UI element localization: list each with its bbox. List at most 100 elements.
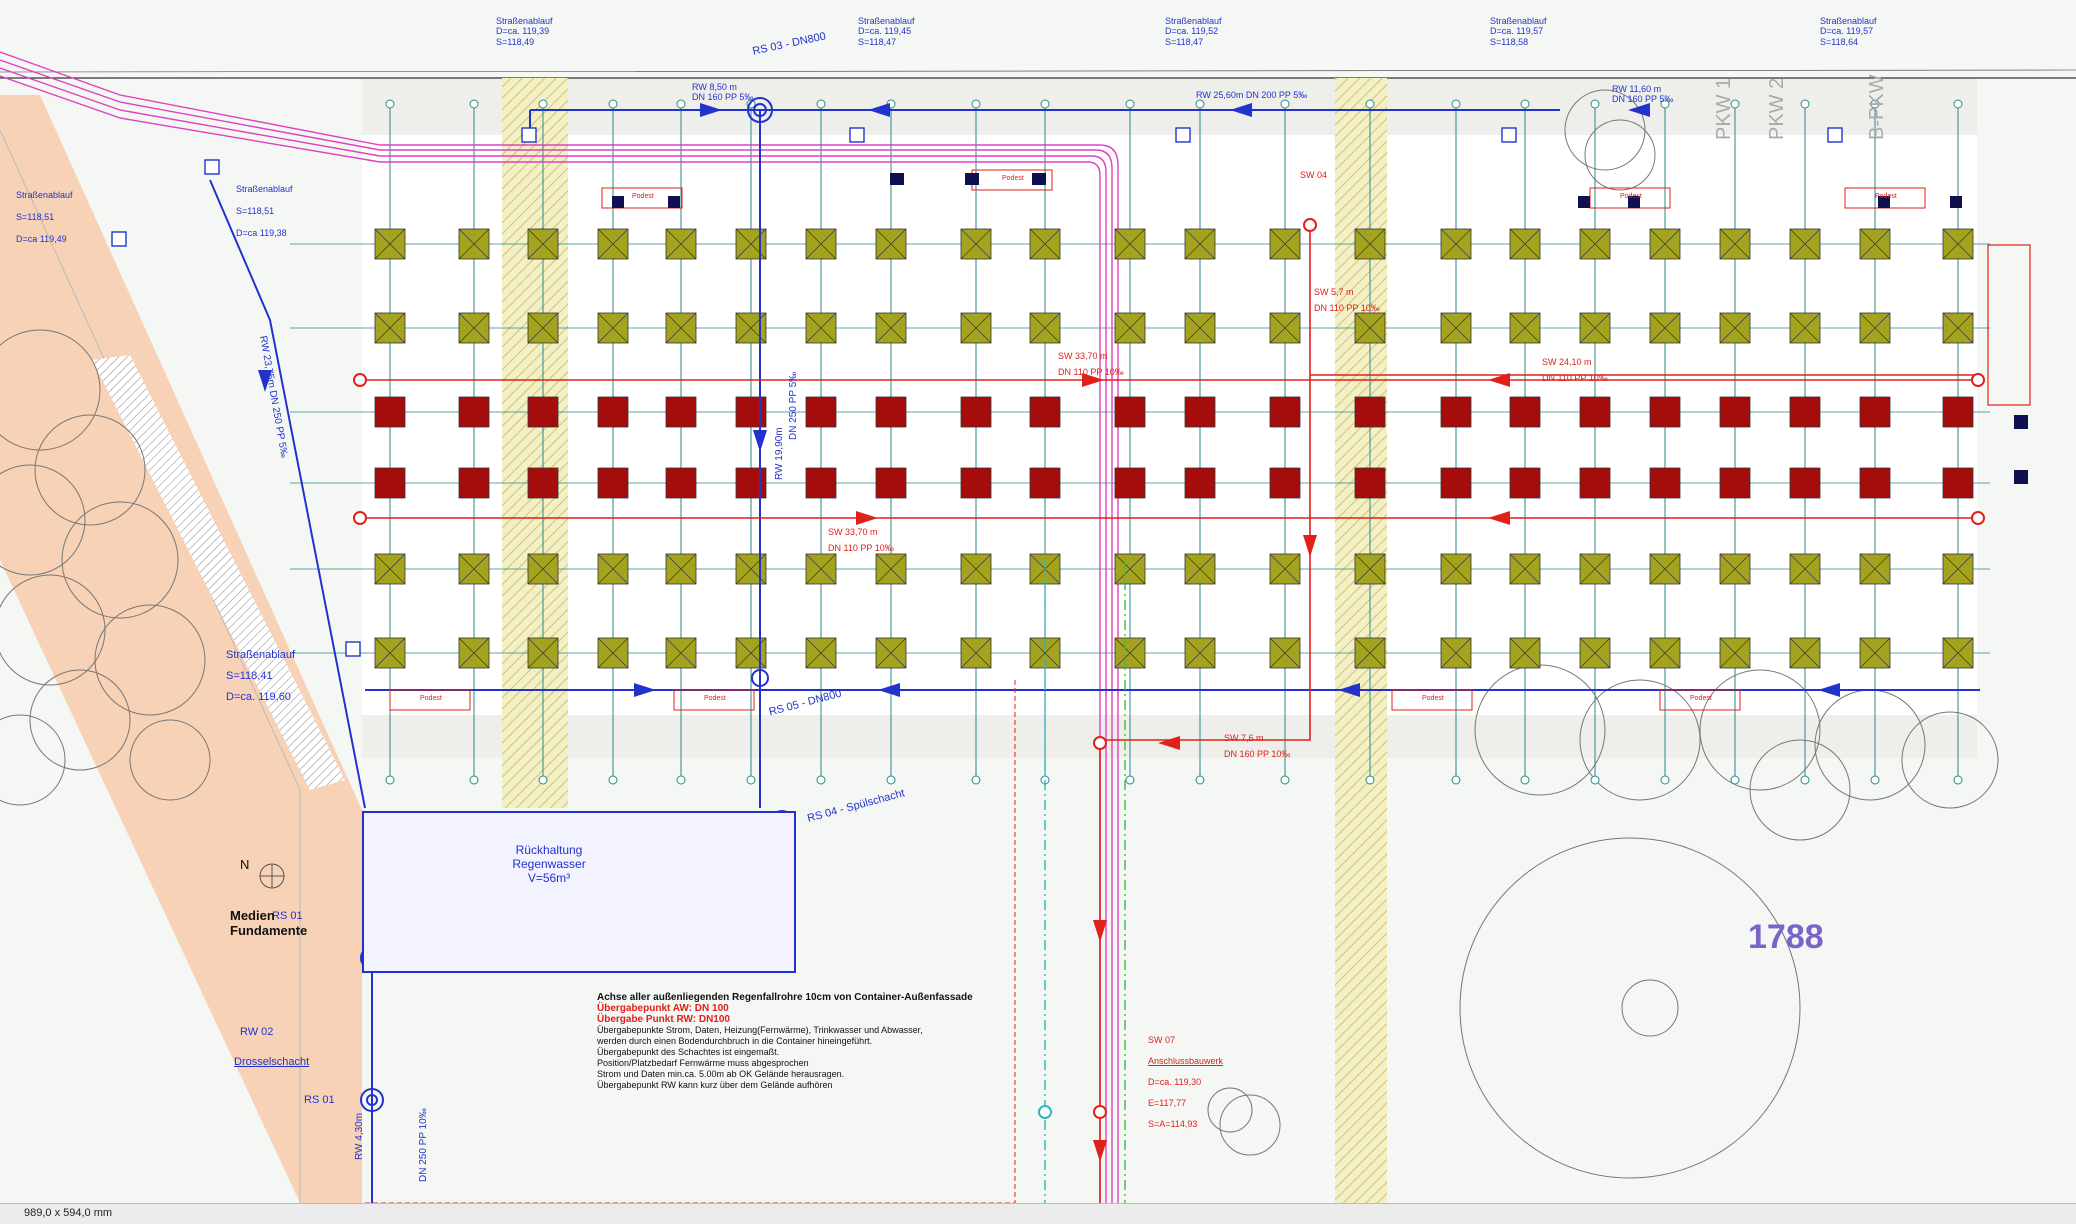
- foundation-red: [458, 467, 490, 499]
- foundation-cross: [1184, 637, 1216, 669]
- foundation-red: [1579, 396, 1611, 428]
- foundation-red: [1509, 396, 1541, 428]
- foundation-red: [1942, 396, 1974, 428]
- foundation-red: [735, 396, 767, 428]
- grid-axis-marker: [608, 99, 618, 109]
- rs01-label-2: RS 01: [304, 1094, 335, 1106]
- foundation-cross: [805, 312, 837, 344]
- foundation-cross: [1859, 312, 1891, 344]
- grid-axis-marker: [469, 775, 479, 785]
- foundation-cross: [1859, 637, 1891, 669]
- grid-axis-marker: [1365, 99, 1375, 109]
- foundation-cross: [960, 637, 992, 669]
- foundation-cross: [1440, 553, 1472, 585]
- grid-axis-marker: [1953, 775, 1963, 785]
- foundation-cross: [1269, 228, 1301, 260]
- foundation-red: [1114, 467, 1146, 499]
- foundation-red: [805, 467, 837, 499]
- foundation-cross: [1114, 553, 1146, 585]
- foundation-cross: [1184, 228, 1216, 260]
- flow-arrows-blue: [258, 103, 1840, 697]
- podest-label: Podest: [704, 695, 726, 702]
- grid-axis-marker: [1520, 99, 1530, 109]
- foundation-cross: [1440, 228, 1472, 260]
- embankment: [92, 355, 345, 790]
- foundation-cross: [1719, 553, 1751, 585]
- grid-axis-marker: [1660, 775, 1670, 785]
- grid-axis-marker: [1730, 99, 1740, 109]
- grid-axis-marker: [385, 775, 395, 785]
- foundation-cross: [1354, 228, 1386, 260]
- foundation-cross: [1184, 312, 1216, 344]
- foundation-cross: [960, 312, 992, 344]
- foundation-red: [1509, 467, 1541, 499]
- foundation-red: [960, 467, 992, 499]
- podest-label: Podest: [1002, 175, 1024, 182]
- grid-axis-marker: [816, 775, 826, 785]
- foundation-cross: [1029, 312, 1061, 344]
- status-scale: 989,0 x 594,0 mm: [24, 1207, 113, 1219]
- rs01-label: RS 01: [272, 910, 303, 922]
- foundation-cross: [1859, 228, 1891, 260]
- grid-axis-marker: [1800, 99, 1810, 109]
- foundation-cross: [1354, 637, 1386, 669]
- grid-axis-marker: [886, 775, 896, 785]
- podest-label: Podest: [1875, 193, 1897, 200]
- foundation-cross: [1184, 553, 1216, 585]
- foundation-cross: [1859, 553, 1891, 585]
- foundation-cross: [875, 228, 907, 260]
- foundation-red: [1269, 467, 1301, 499]
- foundation-red: [875, 396, 907, 428]
- foundation-red: [374, 467, 406, 499]
- grid-axis-marker: [676, 775, 686, 785]
- foundation-red: [1269, 396, 1301, 428]
- foundation-cross: [1579, 228, 1611, 260]
- grid-axis-marker: [538, 99, 548, 109]
- foundation-red: [1649, 467, 1681, 499]
- foundation-red: [1440, 396, 1472, 428]
- tank-subtitle: Regenwasser: [512, 857, 586, 871]
- foundation-red: [1184, 467, 1216, 499]
- foundation-cross: [805, 637, 837, 669]
- foundation-cross: [1719, 228, 1751, 260]
- foundation-cross: [1942, 637, 1974, 669]
- foundation-cross: [1509, 312, 1541, 344]
- foundation-red: [1649, 396, 1681, 428]
- foundation-red: [597, 467, 629, 499]
- foundation-red: [1029, 396, 1061, 428]
- foundation-cross: [1579, 637, 1611, 669]
- pipe-label-vertical: DN 250 PP 5‰: [788, 371, 799, 440]
- foundation-cross: [1509, 228, 1541, 260]
- gullies: [111, 127, 1843, 657]
- foundation-cross: [875, 553, 907, 585]
- foundation-cross: [1114, 228, 1146, 260]
- grid-axis-marker: [676, 99, 686, 109]
- foundation-cross: [1789, 553, 1821, 585]
- foundation-red: [527, 467, 559, 499]
- foundation-red: [1789, 467, 1821, 499]
- podest-label: Podest: [1620, 193, 1642, 200]
- foundation-cross: [1579, 553, 1611, 585]
- rw02-sub-label: Drosselschacht: [234, 1056, 310, 1068]
- podest-outline: [601, 187, 683, 209]
- foundation-cross: [1269, 637, 1301, 669]
- foundation-cross: [527, 228, 559, 260]
- media-lines: [0, 51, 1119, 1203]
- foundation-cross: [527, 553, 559, 585]
- foundation-cross: [1354, 553, 1386, 585]
- foundation-cross: [1719, 637, 1751, 669]
- podest-outline: [1391, 689, 1473, 711]
- pipe-label-vertical: RW 19,90m: [774, 427, 785, 480]
- foundation-red: [875, 467, 907, 499]
